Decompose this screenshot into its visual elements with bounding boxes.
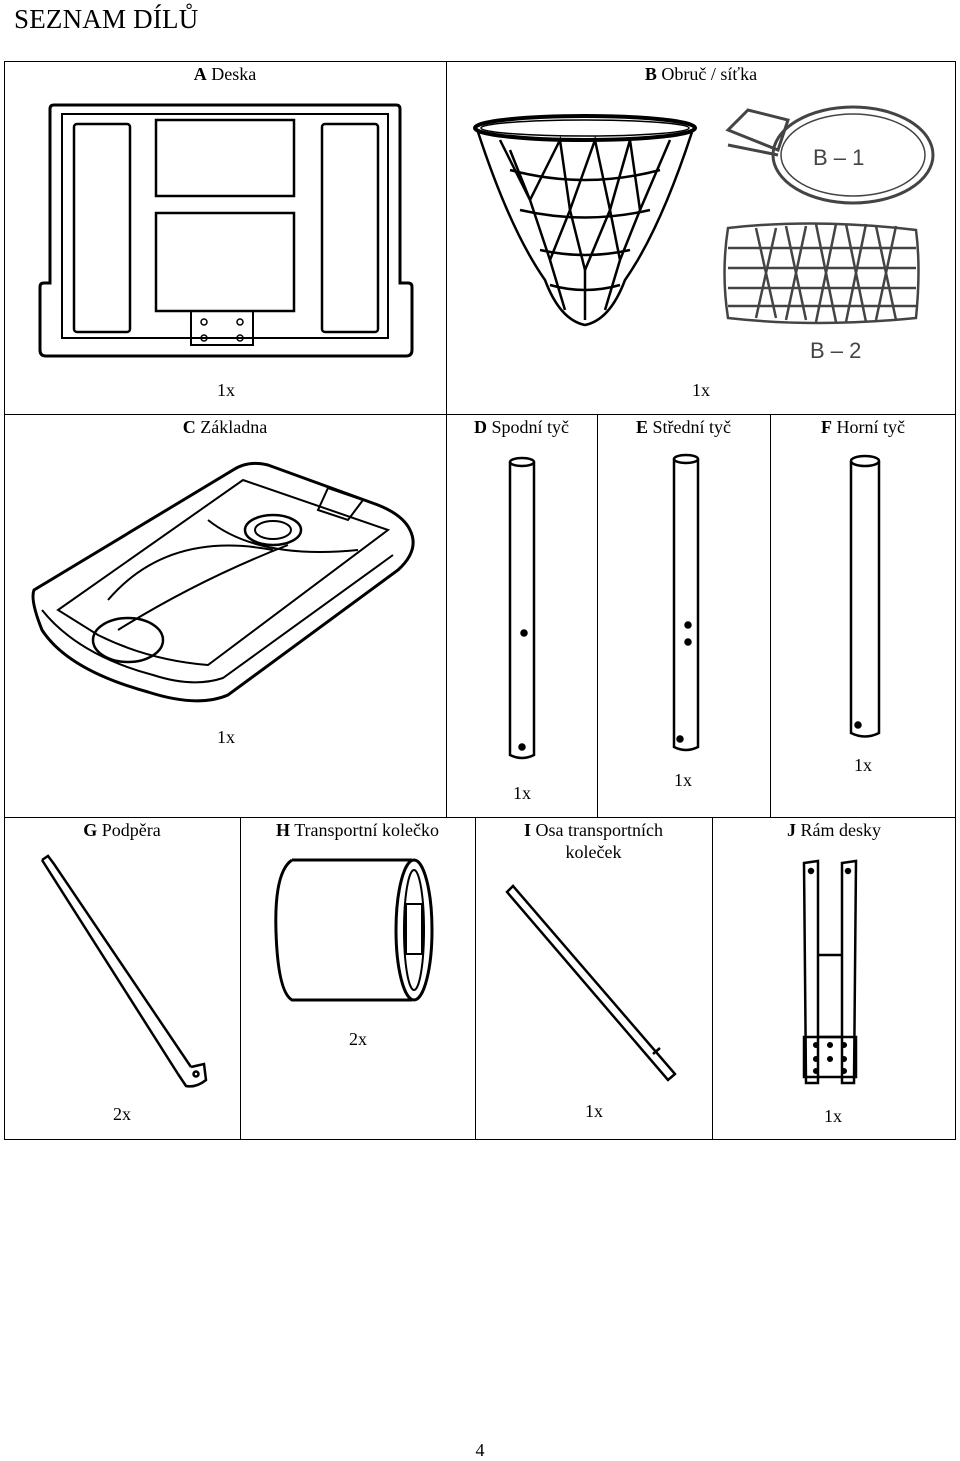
part-h-letter: H xyxy=(275,820,290,840)
rim-part-b1-illustration: B – 1 xyxy=(718,100,938,210)
part-a-label: A Deska xyxy=(4,63,446,85)
base-illustration xyxy=(28,460,420,715)
part-b-letter: B xyxy=(644,64,657,84)
part-b-qty: 1x xyxy=(692,380,710,400)
part-c-name: Základna xyxy=(200,417,268,437)
part-j-label: J Rám desky xyxy=(712,819,956,841)
part-h-label: H Transportní kolečko xyxy=(240,819,475,841)
bottom-pole-illustration xyxy=(505,455,539,767)
part-a-qty: 1x xyxy=(217,380,235,400)
middle-pole-illustration xyxy=(669,452,703,757)
part-f-letter: F xyxy=(821,417,832,437)
part-d-letter: D xyxy=(473,417,487,437)
part-e-letter: E xyxy=(635,417,648,437)
part-h-qty: 2x xyxy=(349,1029,367,1049)
part-j-qty: 1x xyxy=(824,1106,842,1126)
part-a-name: Deska xyxy=(211,64,257,84)
part-d-name: Spodní tyč xyxy=(491,417,569,437)
part-f-qty: 1x xyxy=(854,755,872,775)
part-i-qty: 1x xyxy=(585,1101,603,1121)
part-i-name: Osa transportních xyxy=(535,820,663,840)
top-pole-illustration xyxy=(846,453,884,743)
part-h-name: Transportní kolečko xyxy=(294,820,440,840)
part-b-name: Obruč / síťka xyxy=(661,64,758,84)
page-number: 4 xyxy=(475,1440,485,1460)
part-b-label: B Obruč / síťka xyxy=(446,63,956,85)
backboard-illustration xyxy=(36,100,416,362)
part-g-letter: G xyxy=(83,820,98,840)
page-title: SEZNAM DÍLŮ xyxy=(14,4,199,34)
part-g-name: Podpěra xyxy=(101,820,161,840)
backboard-frame-illustration xyxy=(798,855,863,1090)
support-brace-illustration xyxy=(36,852,216,1092)
part-e-label: E Střední tyč xyxy=(597,416,770,438)
part-j-name: Rám desky xyxy=(800,820,882,840)
part-j-letter: J xyxy=(787,820,796,840)
part-e-qty: 1x xyxy=(674,770,692,790)
part-a-letter: A xyxy=(193,64,207,84)
b2-label: B – 2 xyxy=(810,338,861,363)
hoop-net-illustration xyxy=(470,110,700,330)
part-i-letter: I xyxy=(524,820,532,840)
wheel-illustration xyxy=(272,852,437,1004)
part-g-qty: 2x xyxy=(113,1104,131,1124)
part-d-label: D Spodní tyč xyxy=(446,416,597,438)
part-g-label: G Podpěra xyxy=(4,819,240,841)
part-f-name: Horní tyč xyxy=(836,417,905,437)
part-c-label: C Základna xyxy=(4,416,446,438)
part-i-name-line2: koleček xyxy=(565,842,622,862)
part-d-qty: 1x xyxy=(513,783,531,803)
b1-label: B – 1 xyxy=(813,145,864,170)
axle-illustration xyxy=(503,882,683,1087)
part-i-label: I Osa transportních koleček xyxy=(475,819,712,863)
part-c-qty: 1x xyxy=(217,727,235,747)
net-part-b2-illustration: B – 2 xyxy=(716,218,936,368)
part-e-name: Střední tyč xyxy=(652,417,732,437)
part-c-letter: C xyxy=(182,417,196,437)
part-f-label: F Horní tyč xyxy=(770,416,956,438)
